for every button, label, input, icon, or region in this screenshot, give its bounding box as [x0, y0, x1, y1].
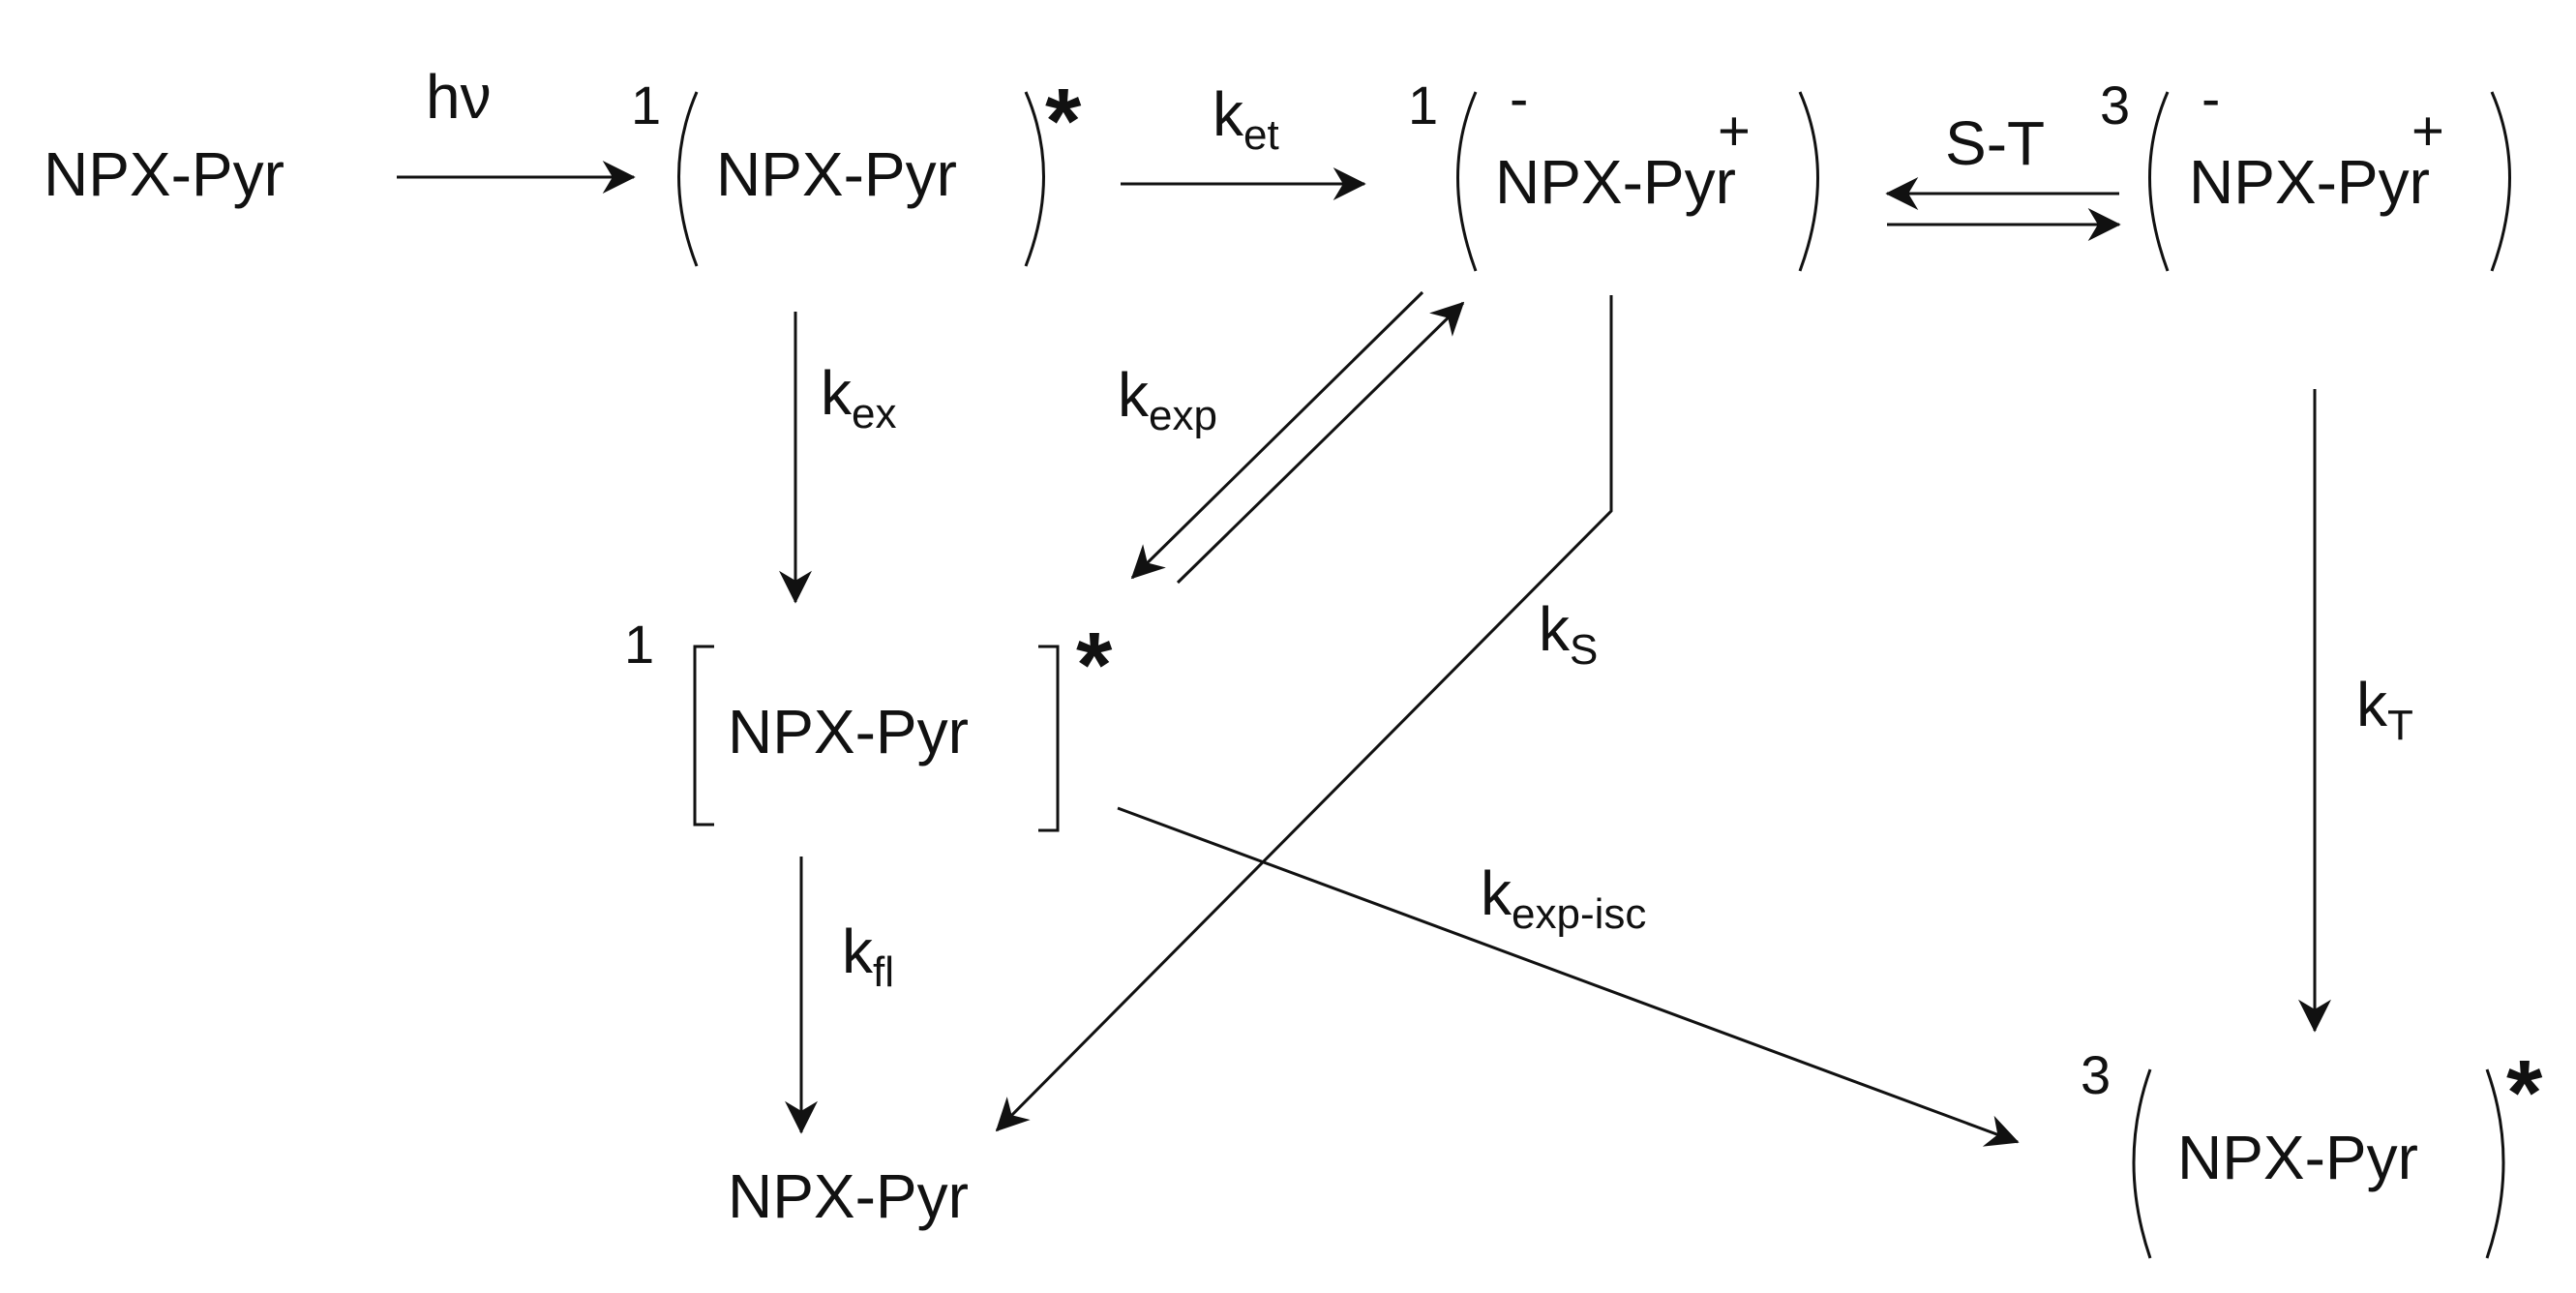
paren-right-singlet-le — [1024, 91, 1045, 267]
label-excitation: hν — [426, 62, 492, 132]
bracket-left-exciplex — [693, 645, 714, 827]
species-ground-start: NPX-Pyr — [44, 139, 285, 209]
multiplicity-triplet-le: 3 — [2081, 1044, 2111, 1105]
paren-right-triplet-cs — [2490, 91, 2511, 272]
excited-marker-triplet-le: * — [2506, 1041, 2543, 1145]
rate-kexp: kexp — [1118, 360, 1217, 439]
species-singlet-le: NPX-Pyr — [716, 139, 957, 209]
arrow-kexp-isc — [1117, 806, 2020, 1147]
species-triplet-cs: NPX-Pyr — [2189, 147, 2430, 217]
paren-right-triplet-le — [2485, 1068, 2505, 1259]
paren-left-triplet-le — [2132, 1068, 2152, 1259]
charge-minus-singlet-cs: - — [1510, 68, 1528, 131]
paren-right-singlet-cs — [1798, 91, 1819, 272]
charge-plus-triplet-cs: + — [2411, 100, 2444, 163]
arrow-ks — [995, 295, 1613, 1132]
rate-kt: kT — [2356, 670, 2413, 749]
species-singlet-exciplex: NPX-Pyr — [728, 697, 969, 767]
excited-marker-exciplex: * — [1076, 614, 1113, 717]
arrow-kexp-up — [1176, 301, 1465, 585]
paren-left-singlet-cs — [1456, 91, 1478, 272]
rate-kfl: kfl — [842, 917, 894, 996]
paren-left-singlet-le — [677, 91, 699, 267]
species-singlet-cs: NPX-Pyr — [1495, 147, 1736, 217]
multiplicity-singlet-le: 1 — [631, 75, 661, 135]
rate-kexp-isc: kexp-isc — [1481, 858, 1646, 938]
species-ground-end: NPX-Pyr — [728, 1161, 969, 1231]
arrow-kexp-down — [1130, 290, 1424, 580]
charge-plus-singlet-cs: + — [1718, 100, 1751, 163]
excited-marker-singlet-le: * — [1045, 70, 1082, 173]
paren-left-triplet-cs — [2148, 91, 2170, 272]
rate-ket: ket — [1213, 79, 1279, 159]
charge-minus-triplet-cs: - — [2202, 68, 2220, 131]
rate-ks: kS — [1539, 594, 1598, 674]
species-triplet-le: NPX-Pyr — [2177, 1123, 2418, 1192]
multiplicity-singlet-cs: 1 — [1408, 75, 1438, 135]
label-st: S-T — [1945, 108, 2045, 178]
multiplicity-singlet-exciplex: 1 — [624, 614, 654, 675]
bracket-right-exciplex — [1038, 645, 1060, 832]
rate-kex: kex — [821, 358, 896, 437]
multiplicity-triplet-cs: 3 — [2100, 75, 2130, 135]
